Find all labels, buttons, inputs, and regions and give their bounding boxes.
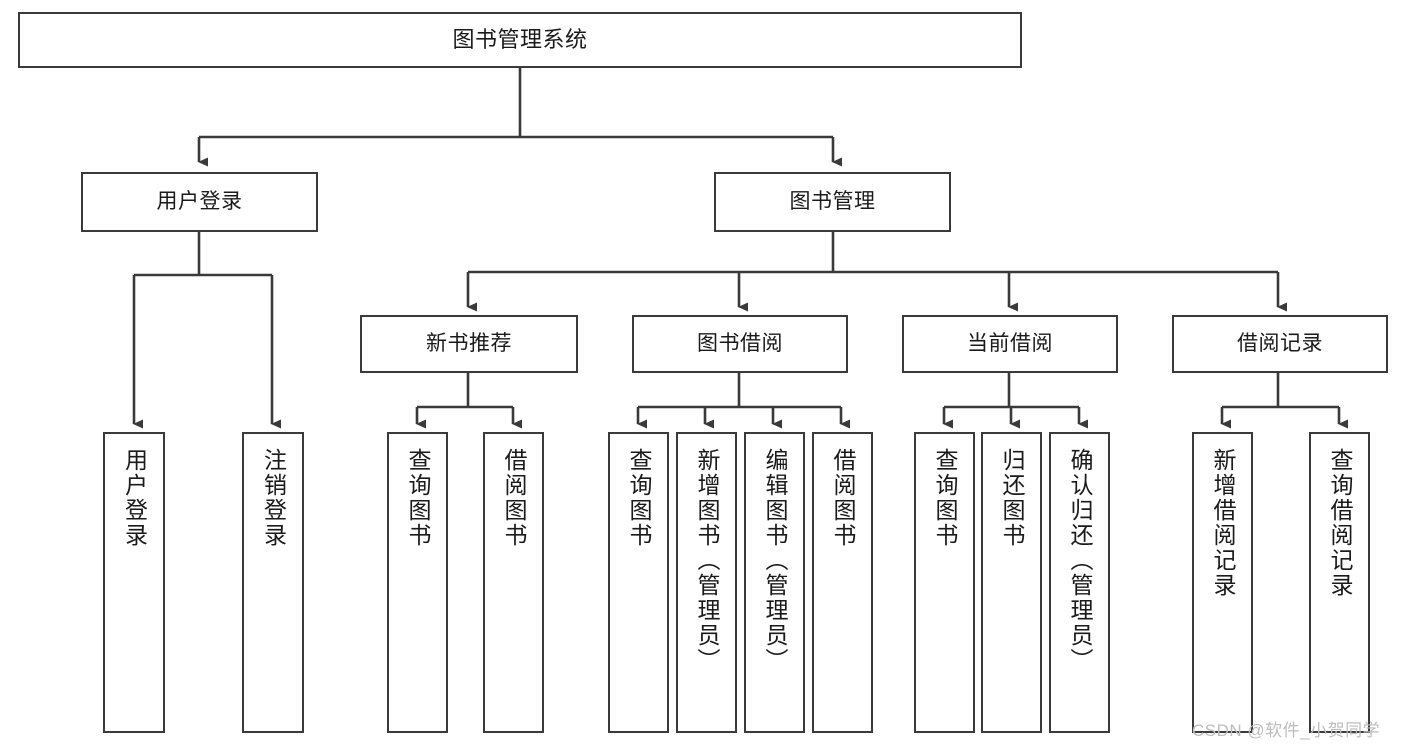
node-label: 借阅图书	[830, 448, 856, 548]
leaf-user-login[interactable]: 用户登录	[103, 432, 165, 733]
node-label: 编辑图书（管理员）	[762, 448, 788, 673]
leaf-return-book[interactable]: 归还图书	[981, 432, 1042, 733]
node-current-borrow[interactable]: 当前借阅	[902, 315, 1118, 373]
node-label: 查询图书	[405, 448, 431, 548]
node-root-system[interactable]: 图书管理系统	[18, 12, 1022, 68]
csdn-watermark: CSDN @软件_小贺同学	[1192, 721, 1381, 740]
leaf-query-book-2[interactable]: 查询图书	[608, 432, 669, 733]
leaf-query-book-1[interactable]: 查询图书	[387, 432, 448, 733]
node-label: 新书推荐	[426, 331, 512, 355]
leaf-confirm-return[interactable]: 确认归还（管理员）	[1049, 432, 1110, 733]
node-label: 新增借阅记录	[1210, 448, 1236, 598]
node-new-book-recommend[interactable]: 新书推荐	[360, 315, 578, 373]
node-label: 图书借阅	[697, 331, 783, 355]
node-label: 新增图书（管理员）	[694, 448, 720, 673]
node-book-management[interactable]: 图书管理	[714, 172, 951, 232]
leaf-borrow-book-2[interactable]: 借阅图书	[812, 432, 873, 733]
node-borrow-record[interactable]: 借阅记录	[1172, 315, 1388, 373]
leaf-query-book-3[interactable]: 查询图书	[914, 432, 975, 733]
node-label: 用户登录	[156, 189, 243, 213]
node-label: 查询图书	[932, 448, 958, 548]
node-label: 用户登录	[121, 448, 148, 548]
node-label: 确认归还（管理员）	[1067, 448, 1093, 673]
node-label: 图书管理	[789, 189, 876, 213]
leaf-borrow-book-1[interactable]: 借阅图书	[483, 432, 544, 733]
leaf-query-record[interactable]: 查询借阅记录	[1309, 432, 1370, 733]
leaf-add-book[interactable]: 新增图书（管理员）	[676, 432, 737, 733]
node-book-borrow[interactable]: 图书借阅	[632, 315, 848, 373]
node-label: 归还图书	[999, 448, 1025, 548]
node-label: 借阅图书	[501, 448, 527, 548]
node-label: 查询借阅记录	[1327, 448, 1353, 598]
node-user-login[interactable]: 用户登录	[81, 172, 318, 232]
node-label: 查询图书	[626, 448, 652, 548]
leaf-logout[interactable]: 注销登录	[242, 432, 304, 733]
node-label: 借阅记录	[1237, 331, 1323, 355]
leaf-edit-book[interactable]: 编辑图书（管理员）	[744, 432, 805, 733]
leaf-add-record[interactable]: 新增借阅记录	[1192, 432, 1253, 733]
node-label: 注销登录	[260, 448, 287, 548]
node-label: 当前借阅	[967, 331, 1053, 355]
node-label: 图书管理系统	[452, 27, 588, 53]
